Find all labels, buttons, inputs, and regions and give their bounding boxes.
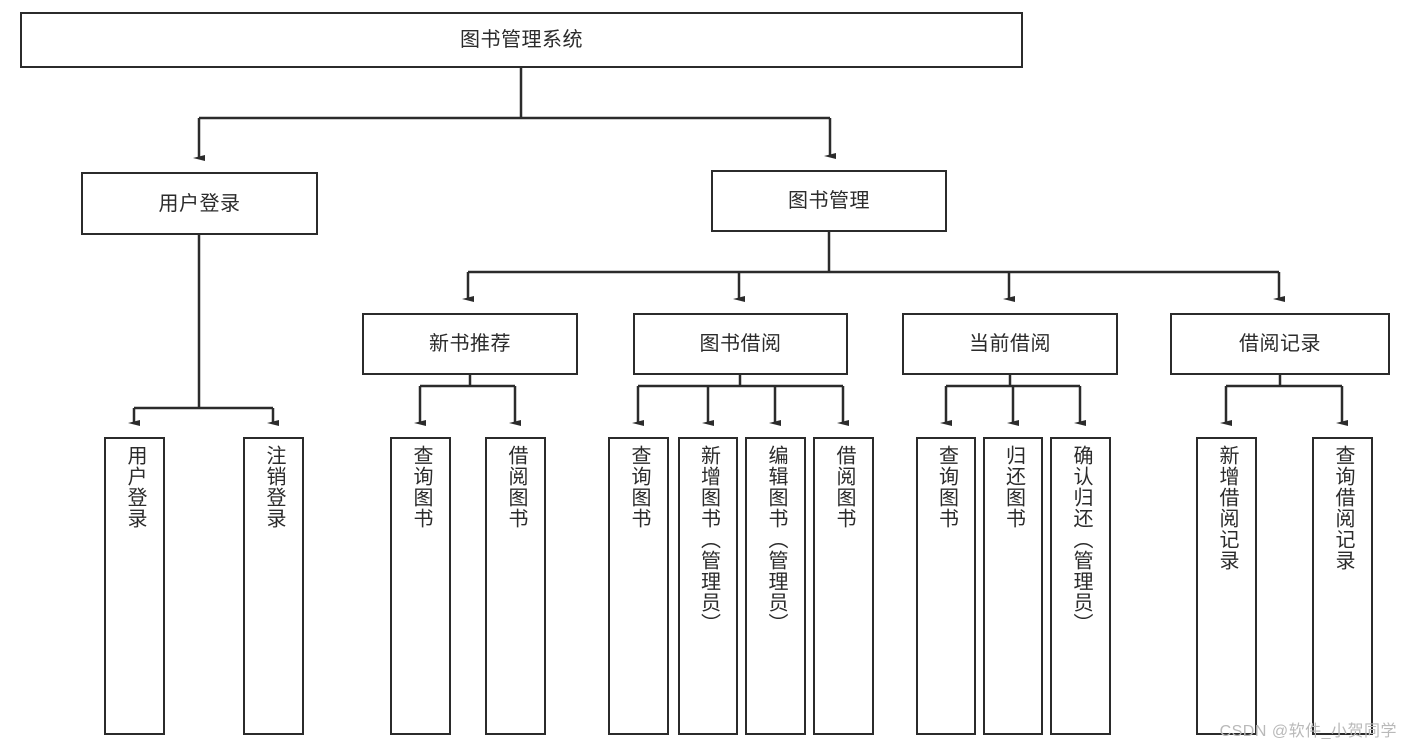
level1-node[interactable]: 用户登录 bbox=[81, 172, 318, 235]
leaf-node[interactable]: 借阅图书 bbox=[813, 437, 874, 735]
leaf-node[interactable]: 查询借阅记录 bbox=[1312, 437, 1373, 735]
level2-node[interactable]: 借阅记录 bbox=[1170, 313, 1390, 375]
level2-node-label: 新书推荐 bbox=[429, 333, 511, 355]
leaf-node-label: 借阅图书 bbox=[833, 445, 855, 529]
leaf-node-label: 注销登录 bbox=[263, 445, 285, 529]
leaf-node-label: 查询图书 bbox=[628, 445, 650, 529]
level1-node-label: 图书管理 bbox=[788, 190, 870, 212]
leaf-node[interactable]: 新增借阅记录 bbox=[1196, 437, 1257, 735]
level1-node-label: 用户登录 bbox=[158, 192, 241, 215]
leaf-node-label: 新增图书（管理员） bbox=[697, 445, 720, 634]
leaf-node[interactable]: 用户登录 bbox=[104, 437, 165, 735]
leaf-node[interactable]: 查询图书 bbox=[916, 437, 976, 735]
leaf-node[interactable]: 查询图书 bbox=[390, 437, 451, 735]
leaf-node[interactable]: 编辑图书（管理员） bbox=[745, 437, 806, 735]
level2-node[interactable]: 新书推荐 bbox=[362, 313, 578, 375]
root-node[interactable]: 图书管理系统 bbox=[20, 12, 1023, 68]
leaf-node-label: 查询图书 bbox=[410, 445, 432, 529]
leaf-node-label: 新增借阅记录 bbox=[1216, 445, 1238, 571]
leaf-node-label: 确认归还（管理员） bbox=[1070, 445, 1092, 634]
leaf-node-label: 编辑图书（管理员） bbox=[765, 445, 787, 634]
leaf-node[interactable]: 查询图书 bbox=[608, 437, 669, 735]
leaf-node-label: 用户登录 bbox=[124, 445, 146, 529]
leaf-node[interactable]: 借阅图书 bbox=[485, 437, 546, 735]
leaf-node[interactable]: 确认归还（管理员） bbox=[1050, 437, 1111, 735]
level2-node[interactable]: 图书借阅 bbox=[633, 313, 848, 375]
leaf-node-label: 查询借阅记录 bbox=[1332, 445, 1354, 571]
leaf-node-label: 归还图书 bbox=[1002, 445, 1025, 529]
level2-node-label: 当前借阅 bbox=[969, 333, 1051, 355]
leaf-node[interactable]: 归还图书 bbox=[983, 437, 1043, 735]
root-node-label: 图书管理系统 bbox=[460, 29, 583, 51]
leaf-node-label: 查询图书 bbox=[935, 445, 958, 529]
level2-node-label: 图书借阅 bbox=[699, 333, 782, 355]
leaf-node[interactable]: 新增图书（管理员） bbox=[678, 437, 738, 735]
level1-node[interactable]: 图书管理 bbox=[711, 170, 947, 232]
level2-node[interactable]: 当前借阅 bbox=[902, 313, 1118, 375]
leaf-node-label: 借阅图书 bbox=[505, 445, 527, 529]
leaf-node[interactable]: 注销登录 bbox=[243, 437, 304, 735]
level2-node-label: 借阅记录 bbox=[1239, 333, 1321, 355]
